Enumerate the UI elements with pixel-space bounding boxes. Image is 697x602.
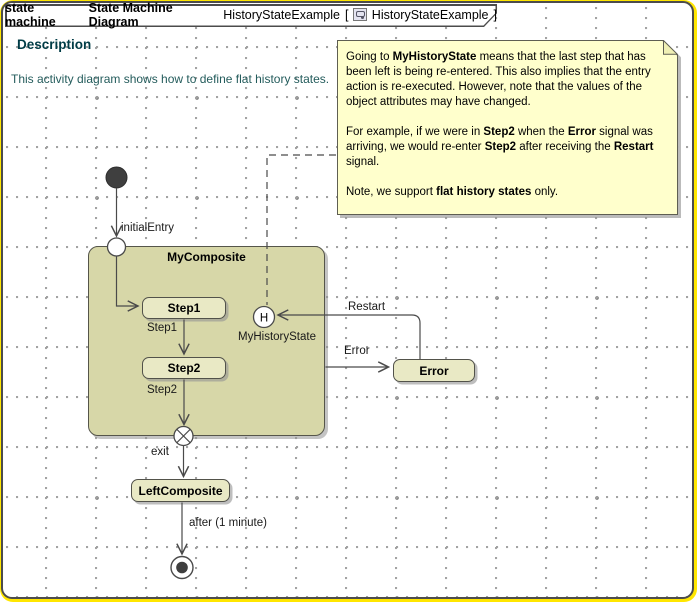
frame-diagram-type: State Machine Diagram bbox=[88, 0, 173, 29]
note[interactable]: Going to MyHistoryState means that the l… bbox=[337, 40, 678, 215]
transition-label-exit[interactable]: exit bbox=[151, 446, 169, 458]
state-leftcomposite-label: LeftComposite bbox=[138, 483, 223, 498]
history-state-name-label[interactable]: MyHistoryState bbox=[238, 331, 316, 343]
transition-label-step2[interactable]: Step2 bbox=[147, 384, 178, 396]
note-paragraph: For example, if we were in Step2 when th… bbox=[346, 126, 654, 168]
state-error[interactable]: Error bbox=[393, 359, 475, 382]
state-step2[interactable]: Step2 bbox=[142, 357, 226, 379]
frame-header-fill bbox=[7, 6, 496, 26]
frame-diagram-name: HistoryStateExample bbox=[223, 7, 340, 22]
frame-keyword: state machine bbox=[5, 0, 56, 29]
note-paragraph: Going to MyHistoryState means that the l… bbox=[346, 51, 651, 108]
state-error-label: Error bbox=[419, 363, 449, 378]
state-step1-label: Step1 bbox=[167, 301, 201, 315]
transition-label-step1[interactable]: Step1 bbox=[147, 322, 178, 334]
transition-label-initialentry[interactable]: initialEntry bbox=[121, 222, 175, 234]
diagram-frame-header[interactable]: state machine State Machine Diagram Hist… bbox=[5, 0, 497, 29]
frame-bracket-close: ] bbox=[493, 7, 497, 22]
frame-context-name: HistoryStateExample bbox=[371, 7, 489, 22]
description-heading[interactable]: Description bbox=[17, 37, 92, 52]
transition-label-restart[interactable]: Restart bbox=[348, 301, 386, 313]
note-fill bbox=[338, 41, 677, 214]
state-step1[interactable]: Step1 bbox=[142, 297, 226, 319]
state-mycomposite-label: MyComposite bbox=[167, 250, 246, 264]
transition-label-after[interactable]: after (1 minute) bbox=[189, 517, 267, 529]
frame-bracket-open: [ bbox=[345, 7, 349, 22]
description-text[interactable]: This activity diagram shows how to defin… bbox=[11, 72, 330, 86]
state-step2-label: Step2 bbox=[167, 361, 201, 375]
state-machine-diagram-icon bbox=[353, 8, 367, 21]
state-leftcomposite[interactable]: LeftComposite bbox=[131, 479, 230, 502]
note-fold-icon bbox=[663, 40, 678, 55]
note-paragraph: Note, we support flat history states onl… bbox=[346, 186, 559, 198]
transition-label-error[interactable]: Error bbox=[344, 345, 370, 357]
